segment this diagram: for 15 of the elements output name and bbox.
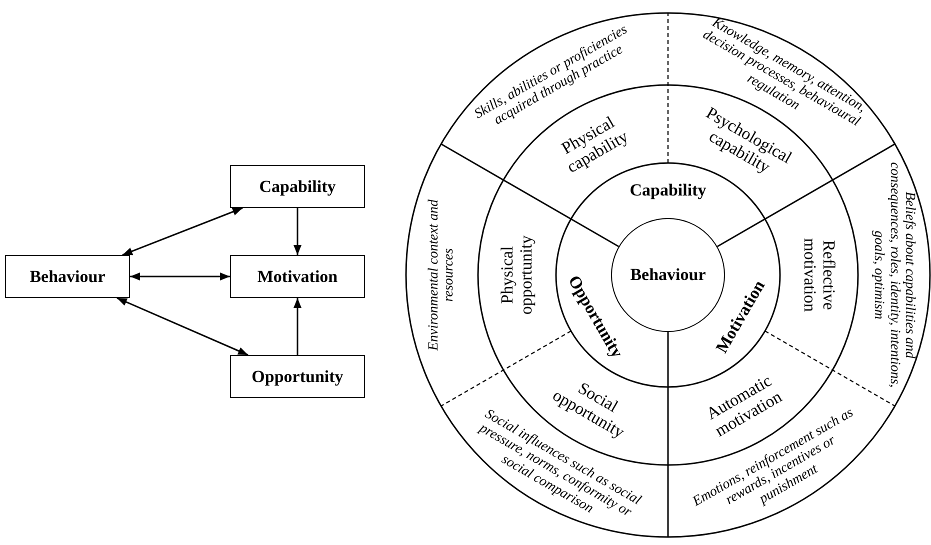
arrow (122, 207, 243, 256)
arrow (130, 272, 230, 280)
centre-circle: Behaviour (611, 218, 725, 332)
arrow (294, 298, 302, 355)
component-label: Capability (608, 182, 728, 200)
description-text: Environmental context and resources (426, 175, 458, 375)
arrow (294, 208, 302, 255)
arrow (116, 297, 248, 356)
factor-box: Capability (230, 165, 365, 208)
factor-box: Motivation (230, 255, 365, 298)
description-text: Beliefs about capabilities and consequences, roles, identity, intentions, goals, optimism (870, 160, 918, 390)
sub-component-label: Physical opportunity (498, 220, 536, 330)
sub-component-label: Reflective motivation (800, 220, 838, 330)
factor-box: Opportunity (230, 355, 365, 398)
factor-box: Behaviour (5, 255, 130, 298)
